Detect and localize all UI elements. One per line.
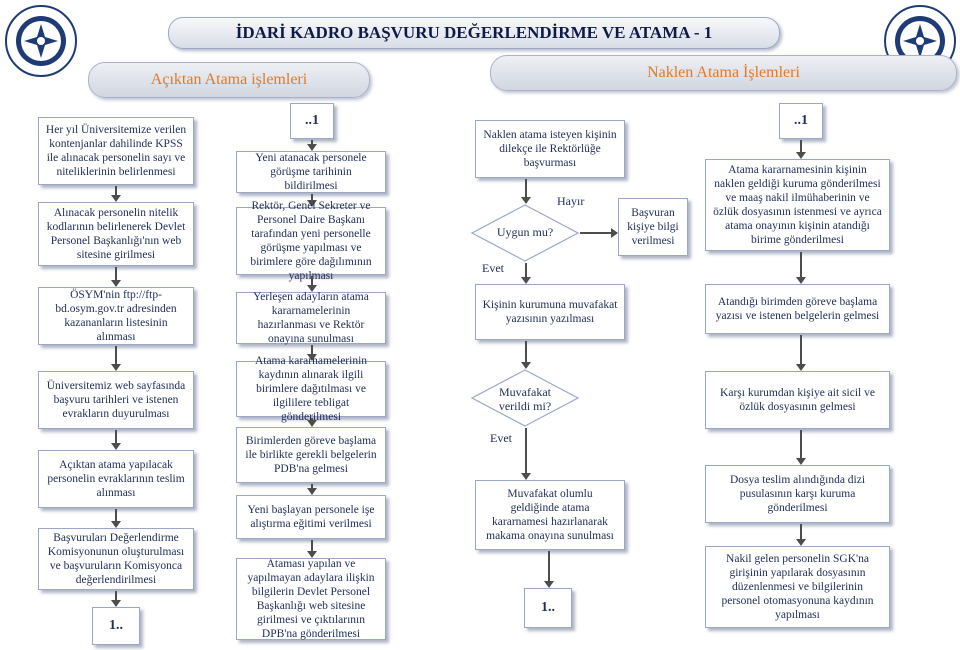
step-dizi-pusulasi: Dosya teslim alındığında dizi pusulasını… bbox=[705, 465, 890, 523]
step-tebligat: Atama kararnamelerinin kaydının alınarak… bbox=[236, 355, 386, 423]
step-gorusme-tarihi: Yeni atanacak personele görüşme tarihini… bbox=[236, 151, 386, 193]
label-evet-2: Evet bbox=[490, 431, 512, 445]
arrow bbox=[111, 509, 121, 528]
decision-muvafakat-label: Muvafakat verildi mi? bbox=[498, 385, 552, 413]
arrow bbox=[580, 228, 618, 238]
arrow bbox=[521, 341, 531, 369]
arrow bbox=[307, 276, 317, 292]
step-dpb-bildirim: Ataması yapılan ve yapılmayan adaylara i… bbox=[236, 558, 386, 640]
connector-1-start: ..1 bbox=[290, 103, 334, 139]
step-nitelik-kodlari: Alınacak personelin nitelik kodlarının b… bbox=[38, 202, 194, 266]
arrow bbox=[796, 430, 806, 465]
arrow bbox=[521, 263, 531, 284]
arrow bbox=[111, 591, 121, 607]
step-kontenjan: Her yıl Üniversitemize verilen kontenjan… bbox=[38, 117, 194, 185]
step-evrak-teslim: Açıktan atama yapılacak personelin evrak… bbox=[38, 450, 194, 508]
arrow bbox=[796, 140, 806, 159]
arrow bbox=[307, 540, 317, 558]
decision-muvafakat bbox=[470, 369, 580, 427]
step-kararname-hazirlama: Yerleşen adayların atama kararnamelerini… bbox=[236, 291, 386, 345]
step-bilgi-verilmesi: Başvuran kişiye bilgi verilmesi bbox=[618, 198, 688, 256]
page-title: İDARİ KADRO BAŞVURU DEĞERLENDİRME VE ATA… bbox=[168, 17, 780, 49]
step-ise-alistirma: Yeni başlayan personele işe alıştırma eğ… bbox=[236, 495, 386, 539]
arrow bbox=[796, 335, 806, 371]
arrow bbox=[111, 267, 121, 287]
arrow bbox=[307, 194, 317, 207]
arrow bbox=[521, 428, 531, 480]
step-duyuru: Üniversitemiz web sayfasında başvuru tar… bbox=[38, 371, 194, 429]
step-belge-gelmesi: Birimlerden göreve başlama ile birlikte … bbox=[236, 427, 386, 483]
step-rektor-gorusme: Rektör, Genel Sekreter ve Personel Daire… bbox=[236, 200, 386, 282]
arrow bbox=[307, 345, 317, 361]
decision-uygun-mu-label: Uygun mu? bbox=[496, 225, 554, 239]
arrow bbox=[111, 346, 121, 371]
arrow bbox=[307, 140, 317, 151]
step-sicil-ozluk: Karşı kurumdan kişiye ait sicil ve özlük… bbox=[705, 371, 890, 429]
decision-uygun-mu bbox=[470, 204, 580, 262]
section-acikan-atama: Açıktan Atama işlemleri bbox=[88, 62, 370, 98]
step-goreve-baslama: Atandığı birimden göreve başlama yazısı … bbox=[705, 284, 890, 334]
arrow bbox=[521, 179, 531, 204]
arrow bbox=[111, 186, 121, 202]
university-logo-left bbox=[5, 5, 77, 77]
arrow bbox=[544, 551, 554, 588]
arrow bbox=[796, 252, 806, 284]
section-naklen-atama: Naklen Atama İşlemleri bbox=[490, 55, 957, 91]
label-evet-1: Evet bbox=[482, 261, 504, 275]
step-dilekce-basvuru: Naklen atama isteyen kişinin dilekçe ile… bbox=[475, 120, 625, 178]
step-komisyon: Başvuruları Değerlendirme Komisyonunun o… bbox=[38, 528, 194, 590]
arrow bbox=[111, 430, 121, 450]
step-muvafakat-yazisi: Kişinin kurumuna muvafakat yazısının yaz… bbox=[475, 284, 625, 340]
step-kararname-gonderme: Atama kararnamesinin kişinin naklen geld… bbox=[705, 159, 890, 251]
arrow bbox=[307, 484, 317, 495]
connector-naklen-start: ..1 bbox=[779, 103, 823, 139]
step-osym-listesi: ÖSYM'nin ftp://ftp-bd.osym.gov.tr adresi… bbox=[38, 287, 194, 345]
arrow bbox=[796, 524, 806, 546]
label-hayir: Hayır bbox=[557, 194, 585, 208]
step-sgk-giris: Nakil gelen personelin SGK'na girişinin … bbox=[705, 546, 890, 628]
step-kararname-onay: Muvafakat olumlu geldiğinde atama kararn… bbox=[475, 480, 625, 550]
connector-1: 1.. bbox=[92, 607, 140, 645]
connector-naklen-end: 1.. bbox=[524, 588, 572, 628]
arrow bbox=[307, 418, 317, 427]
